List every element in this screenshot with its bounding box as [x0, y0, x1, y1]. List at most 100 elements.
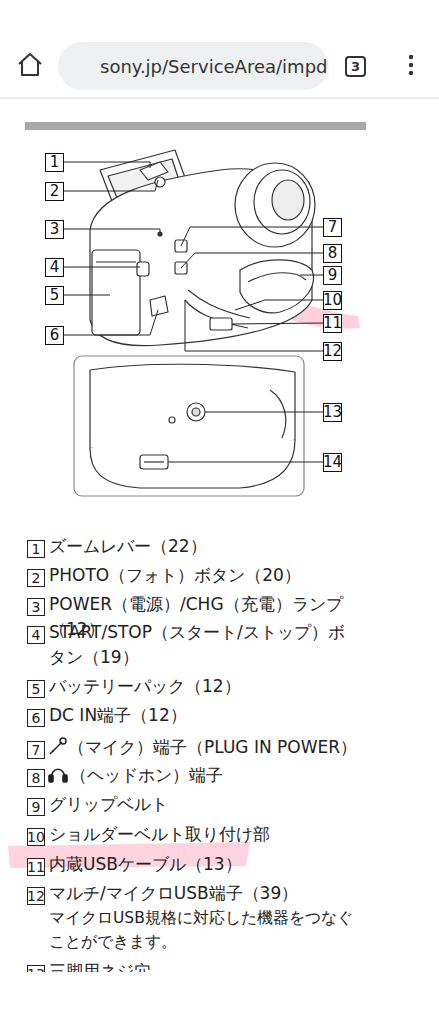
- headphone-icon-part: [63, 775, 67, 782]
- leader-lines-part: [185, 300, 323, 351]
- gray-rule: [25, 122, 366, 130]
- number-text: 13: [27, 967, 45, 972]
- camcorder-illustration-part: [248, 273, 306, 282]
- part-name: （マイク）端子（PLUG IN POWER）: [68, 735, 368, 760]
- part-name: PHOTO（フォト）ボタン（20）: [49, 563, 361, 588]
- bottom-view-illustration-part: [270, 390, 286, 438]
- bottom-view-illustration-part: [169, 417, 175, 423]
- address-bar: sony.jp/ServiceArea/impdf: [58, 42, 328, 90]
- mic-icon: [50, 738, 66, 754]
- callout-number: 5: [45, 286, 64, 305]
- camcorder-illustration-part: [272, 180, 304, 220]
- number-text: 9: [32, 800, 41, 814]
- browser-bar-part: [19, 54, 41, 75]
- number-text: 5: [32, 682, 41, 696]
- part-name: ズームレバー（22）: [49, 534, 361, 559]
- number-text: 4: [50, 260, 60, 275]
- camcorder-illustration-part: [96, 261, 136, 262]
- number-text: 1: [50, 155, 60, 170]
- number-text: 3: [351, 59, 360, 74]
- list-number: 3: [27, 598, 45, 616]
- callout-number: 6: [45, 326, 64, 345]
- leader-lines-part: [64, 310, 158, 335]
- leader-lines-part: [168, 462, 323, 463]
- page-content: sony.jp/ServiceArea/impdf312345678910111…: [0, 0, 439, 972]
- number-text: 10: [27, 830, 45, 844]
- headphone-icon: [49, 769, 67, 782]
- number-text: 5: [50, 288, 60, 303]
- tab-counter: 3: [345, 56, 366, 77]
- callout-number: 3: [45, 220, 64, 239]
- number-text: 7: [328, 220, 338, 235]
- browser-bar-part: [0, 98, 439, 99]
- list-number: 4: [27, 626, 45, 644]
- part-name: DC IN端子（12）: [49, 703, 361, 728]
- part-note: マイクロUSB規格に対応した機器をつなぐことができます。: [49, 906, 361, 954]
- callout-number: 10: [323, 291, 342, 310]
- number-text: 2: [32, 571, 41, 585]
- list-number: 10: [27, 828, 45, 846]
- number-text: 6: [50, 328, 60, 343]
- number-text: 13: [323, 405, 342, 420]
- callout-number: 2: [45, 182, 64, 201]
- number-text: 7: [32, 743, 41, 757]
- leader-lines-part: [232, 323, 323, 324]
- number-text: 9: [328, 268, 338, 283]
- camcorder-illustration-part: [188, 290, 250, 318]
- camcorder-illustration-part: [150, 296, 168, 316]
- number-text: 11: [27, 860, 45, 874]
- leader-lines-part: [235, 300, 323, 310]
- list-number: 8: [27, 769, 45, 787]
- list-number: 6: [27, 709, 45, 727]
- leader-lines-part: [64, 229, 160, 234]
- list-number: 12: [27, 887, 45, 905]
- leader-lines-part: [64, 180, 158, 191]
- bottom-view-illustration-part: [144, 461, 164, 462]
- camcorder-illustration-part: [254, 170, 310, 234]
- bottom-view-illustration-part: [90, 364, 295, 451]
- camcorder-illustration-part: [137, 262, 149, 276]
- camcorder-illustration-part: [235, 163, 315, 247]
- leader-lines-part: [205, 412, 323, 413]
- leader-lines: [64, 162, 323, 462]
- part-name: START/STOP（スタート/ストップ）ボタン（19）: [49, 620, 361, 670]
- bottom-view-illustration-part: [140, 455, 168, 469]
- callout-number: 1: [45, 153, 64, 172]
- leader-lines-part: [64, 295, 110, 296]
- leader-lines-part: [181, 253, 323, 268]
- callout-number: 14: [323, 453, 342, 472]
- browser-bar-part: [409, 55, 413, 59]
- camcorder-illustration-part: [90, 169, 312, 346]
- callout-number: 4: [45, 258, 64, 277]
- camcorder-illustration-part: [140, 162, 168, 180]
- camcorder-illustration: [90, 150, 315, 346]
- callout-number: 8: [323, 244, 342, 263]
- leader-lines-part: [64, 162, 150, 168]
- browser-bar-part: [409, 63, 413, 67]
- part-name: バッテリーパック（12）: [49, 674, 361, 699]
- number-text: 14: [323, 455, 342, 470]
- camcorder-illustration-part: [92, 250, 140, 335]
- bottom-view-illustration-part: [74, 356, 304, 496]
- camcorder-illustration-part: [210, 318, 232, 330]
- callout-number: 7: [323, 218, 342, 237]
- leader-lines-part: [181, 227, 323, 246]
- headphone-icon-part: [49, 775, 53, 782]
- bottom-view-illustration-part: [90, 440, 295, 488]
- number-text: 4: [32, 628, 41, 642]
- list-number: 11: [27, 858, 45, 876]
- part-name: マルチ/マイクロUSB端子（39）: [49, 881, 361, 906]
- number-text: 6: [32, 711, 41, 725]
- browser-bar-part: [409, 71, 413, 75]
- list-number: 5: [27, 680, 45, 698]
- number-text: 1: [32, 542, 41, 556]
- number-text: 3: [50, 222, 60, 237]
- leader-lines-part: [300, 275, 323, 276]
- mic-icon-part: [60, 738, 66, 744]
- list-number: 13: [27, 965, 45, 972]
- part-name: グリップベルト: [49, 792, 361, 817]
- list-number: 1: [27, 540, 45, 558]
- url-text: sony.jp/ServiceArea/impdf: [100, 56, 328, 77]
- part-name: 内蔵USBケーブル（13）: [49, 852, 361, 877]
- callout-number: 12: [323, 342, 342, 361]
